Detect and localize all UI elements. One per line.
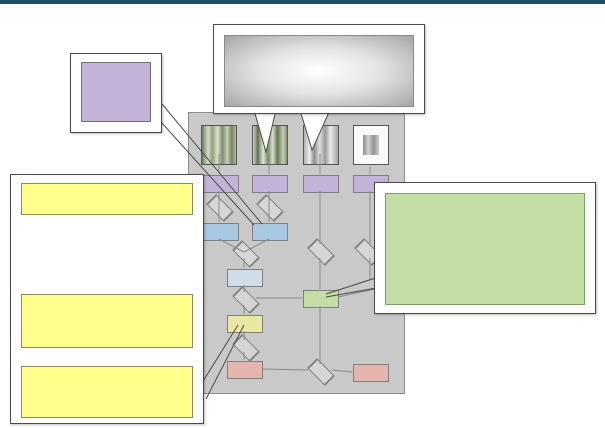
thumbnail-1 xyxy=(201,125,237,165)
purple-swatch xyxy=(81,62,151,122)
note-2 xyxy=(21,294,193,348)
green-note xyxy=(385,193,585,305)
decision-7 xyxy=(232,334,260,362)
process-box-blue-1 xyxy=(203,223,239,241)
decision-1 xyxy=(206,194,234,222)
note-3 xyxy=(21,366,193,418)
process-box-purple-2 xyxy=(252,175,288,193)
gradient-callout xyxy=(213,24,425,114)
notes-callout xyxy=(10,174,204,424)
process-box-olive xyxy=(227,315,263,333)
process-box-purple-1 xyxy=(203,175,239,193)
green-callout xyxy=(374,182,596,314)
top-bar xyxy=(0,0,605,4)
process-box-purple-3 xyxy=(303,175,339,193)
process-box-red-2 xyxy=(353,364,389,382)
process-box-blue-2 xyxy=(252,223,288,241)
note-1 xyxy=(21,183,193,215)
thumbnail-4 xyxy=(353,125,389,165)
process-box-light-blue xyxy=(227,269,263,287)
gradient-bar xyxy=(224,35,414,107)
decision-2 xyxy=(256,194,284,222)
thumbnail-3 xyxy=(303,125,339,165)
decision-6 xyxy=(232,286,260,314)
decision-3 xyxy=(232,240,260,268)
decision-4 xyxy=(307,238,335,266)
process-box-red-1 xyxy=(227,361,263,379)
workflow-panel xyxy=(188,112,405,394)
swatch-callout xyxy=(70,53,162,133)
process-box-green xyxy=(303,290,339,308)
thumbnail-2 xyxy=(252,125,288,165)
decision-8 xyxy=(307,358,335,386)
